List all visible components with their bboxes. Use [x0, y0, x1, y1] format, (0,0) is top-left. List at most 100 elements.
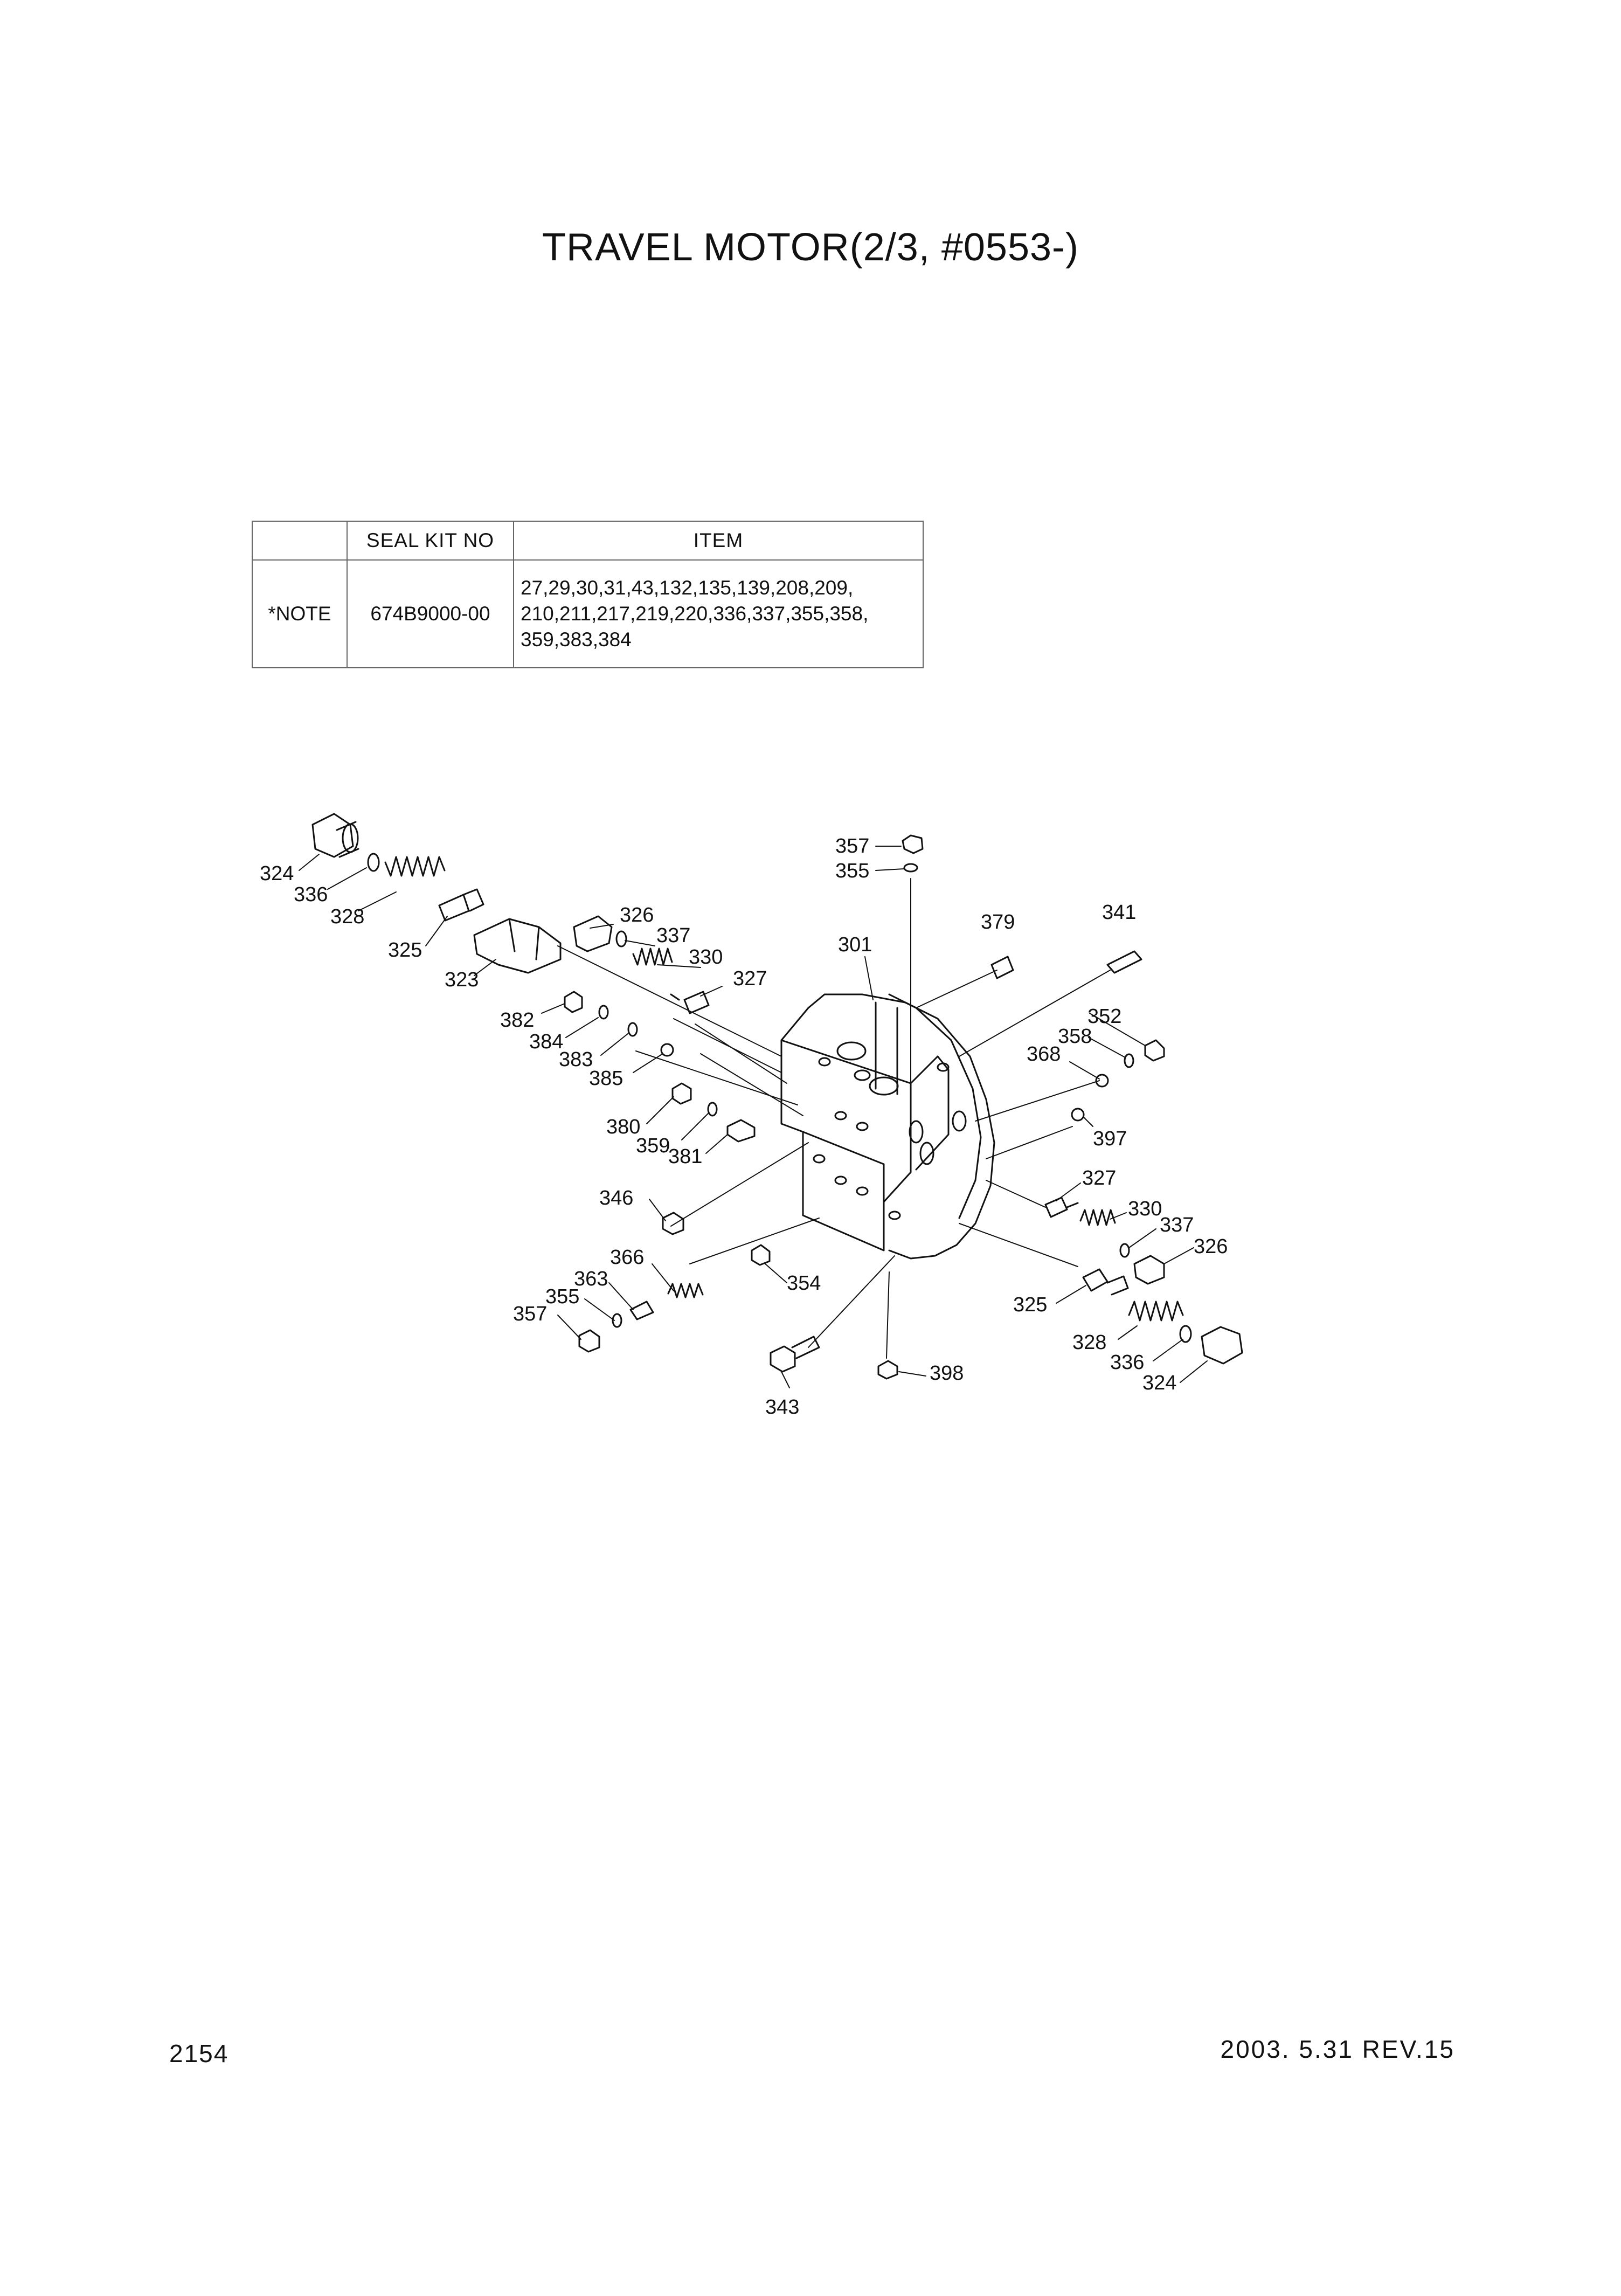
page-number: 2154: [169, 2039, 229, 2067]
plug-398: [877, 1360, 898, 1380]
callout-328-right: 328: [1072, 1331, 1106, 1354]
callout-368: 368: [1027, 1043, 1061, 1066]
ball-368: [1095, 1074, 1109, 1088]
item-line: 210,211,217,219,220,336,337,355,358,: [521, 603, 869, 625]
leader-lines: [557, 878, 1111, 1359]
ball-397: [1071, 1108, 1085, 1122]
callout-341: 341: [1102, 901, 1136, 924]
o-ring-337-left: [615, 930, 627, 948]
seal-kit-number: 674B9000-00: [347, 559, 514, 668]
ball-385: [660, 1043, 674, 1057]
o-ring-336-left: [367, 853, 380, 872]
pin-341: [1106, 950, 1142, 974]
valve-body-301: [780, 993, 995, 1260]
plug-324-right: [1201, 1326, 1243, 1365]
plug-380: [671, 1082, 692, 1105]
seal-kit-table-row: *NOTE 674B9000-00 27,29,30,31,43,132,135…: [252, 559, 924, 668]
callout-330-right: 330: [1128, 1198, 1162, 1220]
plug-324-left: [311, 813, 359, 858]
callout-343: 343: [765, 1396, 799, 1419]
callout-398: 398: [930, 1362, 964, 1385]
callout-326-left: 326: [620, 904, 654, 926]
revision-date: 2003. 5.31 REV.15: [1220, 2035, 1455, 2063]
item-list: 27,29,30,31,43,132,135,139,208,209, 210,…: [513, 559, 924, 668]
o-ring-336-right: [1179, 1325, 1192, 1343]
callout-358: 358: [1058, 1025, 1092, 1048]
pin-363: [629, 1301, 654, 1320]
o-ring-355-lower: [612, 1313, 622, 1328]
plug-326-left: [573, 915, 613, 952]
page-title: TRAVEL MOTOR(2/3, #0553-): [542, 226, 1079, 269]
plug-379: [990, 956, 1014, 979]
o-ring-384: [598, 1005, 609, 1020]
callout-326-right: 326: [1194, 1235, 1228, 1258]
o-ring-359: [707, 1102, 718, 1117]
item-line: 27,29,30,31,43,132,135,139,208,209,: [521, 577, 854, 599]
spring-366: [667, 1283, 704, 1298]
callout-336-right: 336: [1110, 1351, 1144, 1374]
callout-352: 352: [1087, 1005, 1121, 1028]
callout-385: 385: [589, 1067, 623, 1090]
callout-325-right: 325: [1013, 1294, 1047, 1316]
table-header-seal-kit-no: SEAL KIT NO: [347, 521, 514, 561]
table-header-item: ITEM: [513, 521, 924, 561]
callout-337-right: 337: [1160, 1214, 1194, 1236]
plug-382: [564, 991, 583, 1013]
callout-366: 366: [610, 1246, 644, 1269]
orifice-381: [726, 1119, 756, 1143]
o-ring-337-right: [1119, 1243, 1130, 1258]
callout-336-left: 336: [294, 883, 328, 906]
callout-330-left: 330: [689, 946, 723, 969]
callout-354: 354: [787, 1272, 821, 1295]
spring-330-right: [1079, 1209, 1116, 1226]
callout-327-right: 327: [1082, 1167, 1116, 1190]
poppet-325-right: [1082, 1268, 1129, 1296]
plug-357-lower: [578, 1329, 600, 1353]
callout-324-left: 324: [260, 862, 294, 885]
o-ring-358: [1124, 1053, 1134, 1068]
note-label: *NOTE: [252, 559, 348, 668]
callout-384: 384: [529, 1031, 563, 1053]
callout-379: 379: [981, 911, 1015, 933]
callout-327-left: 327: [733, 967, 767, 990]
spring-328-left: [384, 856, 446, 877]
o-ring-355-top: [903, 863, 918, 873]
seal-kit-table-header-row: SEAL KIT NO ITEM: [252, 521, 924, 561]
callout-383: 383: [559, 1048, 593, 1071]
o-ring-383: [627, 1022, 638, 1037]
callout-328-left: 328: [330, 905, 364, 928]
item-line: 359,383,384: [521, 628, 632, 651]
callout-357-top: 357: [835, 835, 869, 857]
plug-352: [1144, 1039, 1165, 1062]
poppet-327-right: [1044, 1197, 1079, 1218]
plug-346: [662, 1212, 684, 1235]
callout-323: 323: [445, 969, 479, 991]
plug-354: [751, 1244, 771, 1266]
callout-355-lower: 355: [545, 1285, 579, 1308]
callout-346: 346: [599, 1187, 633, 1209]
plug-357-top: [902, 834, 924, 854]
spool-323: [473, 918, 562, 974]
poppet-327-left: [670, 991, 710, 1014]
callout-337-left: 337: [656, 924, 690, 947]
callout-324-right: 324: [1142, 1372, 1176, 1394]
poppet-325-left: [438, 888, 484, 922]
callout-301: 301: [838, 933, 872, 956]
callout-325-left: 325: [388, 939, 422, 962]
callout-leaders: [299, 846, 1208, 1388]
callout-355-top: 355: [835, 860, 869, 882]
spring-328-right: [1128, 1301, 1184, 1322]
plug-326-right: [1133, 1255, 1165, 1285]
callout-382: 382: [500, 1009, 534, 1032]
callout-380: 380: [606, 1116, 640, 1138]
spring-330-left: [632, 948, 673, 966]
bolt-343: [770, 1336, 820, 1373]
seal-kit-table: SEAL KIT NO ITEM *NOTE 674B9000-00 27,29…: [252, 521, 924, 668]
callout-397: 397: [1093, 1128, 1127, 1150]
callout-381: 381: [668, 1145, 702, 1168]
table-header-blank: [252, 521, 348, 561]
callout-labels: 324 336 328 325 323 326 337 330 327 382 …: [260, 835, 1228, 1419]
callout-357-lower: 357: [513, 1303, 547, 1325]
callout-363: 363: [574, 1268, 608, 1290]
